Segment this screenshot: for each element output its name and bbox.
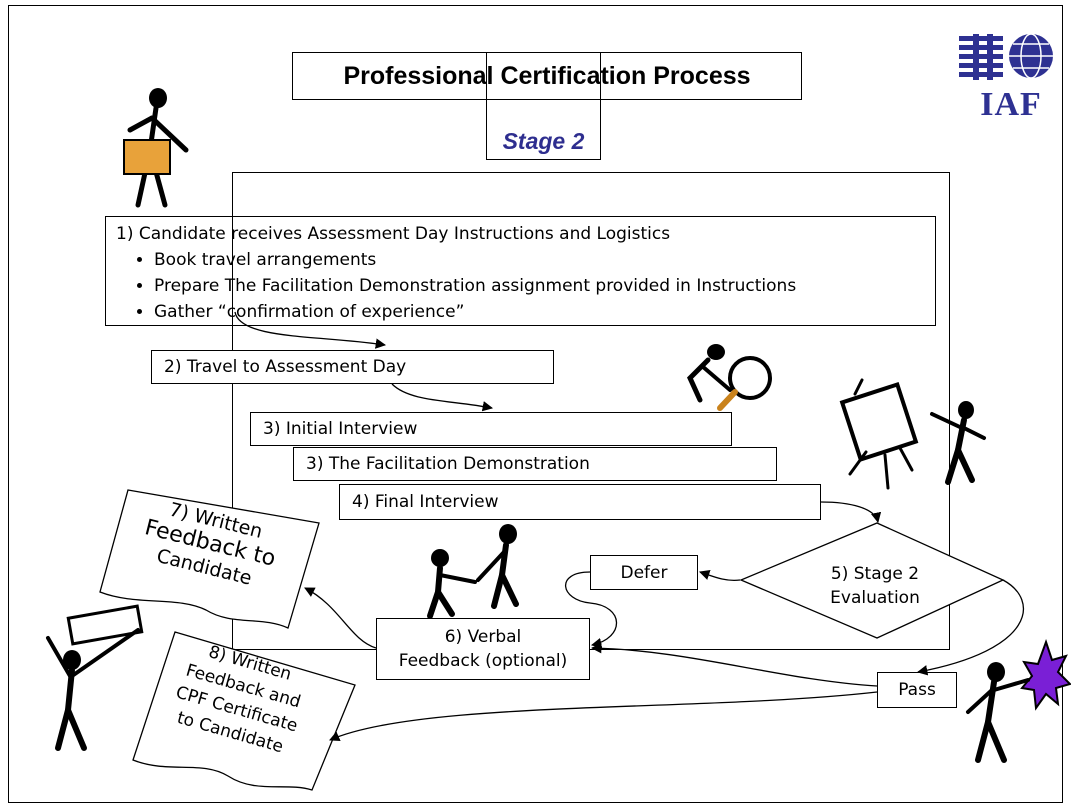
connector-5-defer [699, 570, 741, 582]
connector-6-7 [304, 587, 377, 649]
step1-bullet: Book travel arrangements [154, 247, 925, 273]
pass-label: Pass [898, 680, 936, 700]
iaf-logo-text: IAF [980, 86, 1042, 123]
page-title: Professional Certification Process [343, 61, 751, 90]
figure-carrying-box [123, 88, 189, 208]
step5-label: 5) Stage 2 Evaluation [790, 562, 960, 610]
step3b-label: 3) The Facilitation Demonstration [306, 454, 590, 474]
step2-box: 2) Travel to Assessment Day [151, 350, 554, 384]
defer-label: Defer [620, 562, 668, 583]
step3a-label: 3) Initial Interview [263, 419, 418, 439]
step2-label: 2) Travel to Assessment Day [164, 357, 407, 377]
step3a-box: 3) Initial Interview [250, 412, 732, 446]
step6-line1: 6) Verbal [444, 627, 522, 647]
iaf-logo-graphic [959, 33, 1053, 80]
step6-box: 6) Verbal Feedback (optional) [376, 618, 590, 680]
step1-heading: 1) Candidate receives Assessment Day Ins… [116, 224, 671, 244]
step6-line2: Feedback (optional) [398, 651, 568, 671]
step5-line1: 5) Stage 2 [830, 564, 920, 584]
stage-box: Stage 2 [486, 52, 601, 160]
defer-box: Defer [590, 555, 698, 590]
connector-pass-6 [590, 642, 878, 687]
connector-1-2 [234, 311, 387, 349]
step1-bullets: Book travel arrangements Prepare The Fac… [116, 247, 925, 325]
figure-holding-document [46, 604, 144, 751]
step4-box: 4) Final Interview [339, 484, 821, 520]
connector-2-3 [391, 383, 494, 412]
connector-4-5 [820, 501, 882, 524]
pass-box: Pass [877, 672, 957, 708]
evaluation-diamond [739, 522, 1005, 639]
step5-line2: Evaluation [830, 588, 920, 608]
iaf-logo: IAF [955, 26, 1067, 126]
figure-magnifier [687, 344, 772, 411]
connector-5-pass [916, 579, 1025, 676]
figure-ribbon-award [966, 638, 1071, 763]
stage-label: Stage 2 [502, 128, 585, 154]
step4-label: 4) Final Interview [352, 492, 499, 512]
step7-document [99, 489, 320, 629]
step3b-box: 3) The Facilitation Demonstration [293, 447, 777, 481]
connector-pass-8 [329, 691, 878, 741]
connector-defer-6 [564, 571, 618, 649]
figure-handshake [427, 524, 519, 619]
figure-easel-presenter [839, 378, 986, 490]
step1-box: 1) Candidate receives Assessment Day Ins… [105, 216, 936, 326]
step1-bullet: Gather “confirmation of experience” [154, 299, 925, 325]
title-box: Professional Certification Process [292, 52, 802, 100]
step1-bullet: Prepare The Facilitation Demonstration a… [154, 273, 925, 299]
slide-frame [8, 5, 1063, 803]
step8-document [132, 631, 356, 791]
